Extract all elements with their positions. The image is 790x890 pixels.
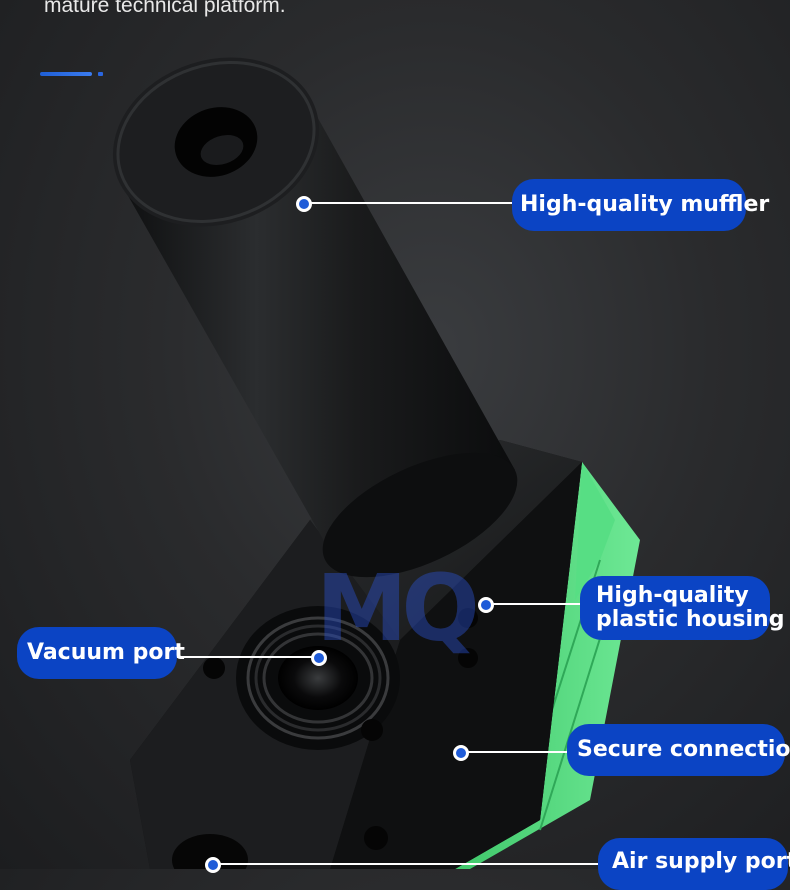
muffler-label: High-quality muffler (512, 179, 769, 231)
secure-callout-line (460, 751, 570, 753)
muffler-callout-dot (296, 196, 312, 212)
air-callout-line (212, 863, 602, 865)
accent-bar (40, 72, 92, 76)
vacuum-label: Vacuum port (17, 627, 185, 679)
air-callout-dot (205, 857, 221, 873)
housing-callout-line (485, 603, 583, 605)
intro-text: mature technical platform. (44, 0, 286, 17)
main-body-block (130, 440, 582, 869)
accent-dot (98, 72, 103, 76)
housing-label-line1: High-quality (596, 583, 749, 608)
air-supply-label: Air supply port (598, 838, 790, 890)
housing-label: High-quality plastic housing (580, 576, 784, 640)
vacuum-callout-dot (311, 650, 327, 666)
secure-callout-dot (453, 745, 469, 761)
secure-label: Secure connection (567, 724, 790, 776)
muffler-tube (112, 57, 518, 578)
housing-callout-dot (478, 597, 494, 613)
muffler-callout-line (303, 202, 515, 204)
watermark-logo: MQ (316, 555, 476, 662)
vacuum-callout-line (176, 656, 318, 658)
housing-label-line2: plastic housing (596, 607, 785, 632)
vacuum-generator-illustration: MQ (112, 57, 640, 869)
